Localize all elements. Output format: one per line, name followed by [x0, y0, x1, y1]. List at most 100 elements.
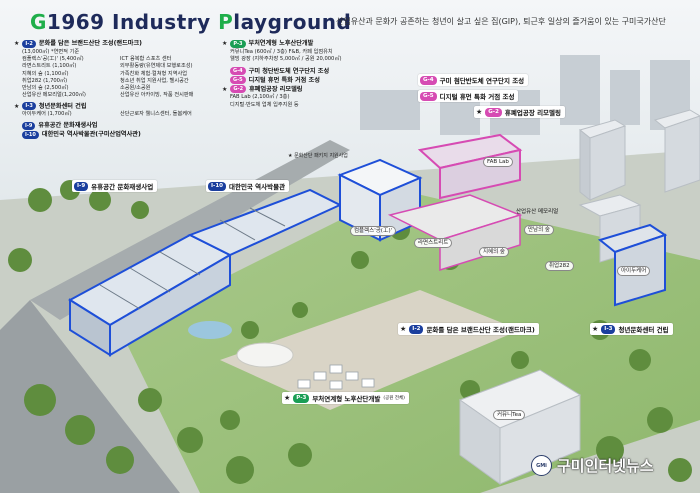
i2-facility: 컴플렉스'공(工)' (5,400㎡): [22, 56, 84, 63]
i3-tag: I-3: [22, 102, 36, 111]
p3-line: 커뮤니Tea (600㎡ / 3층) F&B, 카페 입점유치: [230, 49, 333, 55]
complex-buildings: [387, 194, 523, 272]
callout-tag: G-4: [420, 75, 437, 85]
g2-line: FAB Lab (2,100㎡ / 3층): [230, 94, 290, 101]
star-icon: ★: [222, 40, 228, 48]
callout-tag: P-3: [293, 393, 310, 403]
callout-note: (공원 전체): [383, 396, 405, 401]
g5-title: 디지털 휴먼 특화 거점 조성: [248, 76, 320, 84]
g2-tag: G-2: [230, 85, 247, 94]
callout-text: 청년문화센터 건립: [618, 326, 669, 334]
callout-text: 부처연계형 노후산단개발: [312, 395, 381, 403]
label-manam: 만남의 숲: [524, 225, 554, 235]
g2-line: 디지털·반도체 업체 입주지원 등: [230, 101, 299, 108]
i2-program: 외부활동량(유연제대 보행로조성): [120, 63, 193, 70]
callout-text: 디지털 휴먼 특화 거점 조성: [439, 93, 515, 101]
star-icon: ★: [14, 102, 20, 110]
callout-text: 유휴공간 문화재생사업: [91, 183, 154, 191]
page-subtitle: 산업유산과 문화가 공존하는 청년이 살고 싶은 집(GIP), 퇴근후 일상의…: [336, 17, 666, 26]
label-fab-lab: FAB Lab: [483, 157, 513, 167]
i2-program: 청소년 취업 지원사업, 헬시공간: [120, 77, 189, 84]
callout-tag: G-2: [485, 107, 502, 117]
label-ramen: 라면스트리트: [414, 238, 453, 248]
i2-facility: 산업유산 메모리얼(1,200㎡): [22, 92, 86, 99]
callout-text: 구미 첨단반도체 연구단지 조성: [439, 77, 525, 85]
i3-facility: 아이두케어 (1,700㎡): [22, 111, 72, 118]
i2-program: 소공원/소공원: [120, 85, 151, 92]
annotation-text: 문화산단 패키지 지원사업: [294, 153, 348, 159]
package-annotation: ★ 문화산단 패키지 지원사업: [288, 152, 348, 159]
watermark-logo: GMi: [531, 455, 552, 476]
star-icon: ★: [14, 40, 20, 48]
watermark-text: 구미인터넷뉴스: [557, 457, 654, 475]
star-icon: ★: [476, 108, 483, 116]
i2-area: (13,000㎡) *연면적 기준: [22, 49, 80, 55]
callout-tag: I-10: [208, 181, 226, 191]
page-title: G1969 Industry Playground: [30, 10, 352, 34]
round-canopy: [236, 342, 294, 368]
plaza: [220, 290, 520, 410]
i2-facility: 지혜의 숲 (1,100㎡): [22, 70, 69, 77]
i2-facility: 라면스트리트 (1,100㎡): [22, 63, 77, 70]
i10-tag: I-10: [22, 130, 39, 139]
i9-tag: I-9: [22, 121, 36, 130]
g4-title: 구미 청단반도체 연구단지 조성: [248, 67, 330, 75]
tents: [297, 364, 375, 390]
i9-title: 유휴공간 문화재생사업: [38, 122, 98, 130]
label-idocare: 아이두케어: [617, 266, 651, 276]
label-jihye: 지혜의 숲: [479, 247, 509, 257]
i3-title: 청년문화센터 건립: [38, 102, 87, 110]
g5-tag: G-5: [230, 76, 246, 85]
callout-tag: I-2: [409, 324, 424, 334]
communitea-building: [458, 369, 582, 485]
callout-text: 문화를 담은 브랜드산단 조성(랜드마크): [426, 326, 535, 334]
callout-text: 휴폐업공장 리모델링: [504, 109, 561, 117]
i2-program: ICT 융복합 스포츠 센터: [120, 56, 172, 63]
i2-program: 산업유산 아카이빙, 작품 전시판매: [120, 92, 194, 99]
g2-title: 휴폐업공장 리모델링: [249, 85, 303, 93]
i2-program: 가족친화 체험·컬쳐형 지역사업: [120, 70, 187, 77]
i2-facility: 취업282 (1,700㎡): [22, 77, 68, 84]
i2-facility: 만남의 숲 (2,500㎡): [22, 85, 69, 92]
label-complex: 컴플렉스'공(工)': [350, 226, 397, 236]
i2-title: 문화를 담은 브랜드산단 조성(랜드마크): [38, 40, 143, 48]
callout-tag: I-3: [601, 324, 616, 334]
callout-text: 대한민국 역사박물관: [228, 183, 286, 191]
p3-title: 부처연계형 노후산단개발: [248, 40, 314, 48]
watermark: GMi 구미인터넷뉴스: [531, 455, 654, 476]
g4-tag: G-4: [230, 67, 246, 76]
i2-rows: 컴플렉스'공(工)' (5,400㎡) ICT 융복합 스포츠 센터 라면스트리트…: [14, 56, 214, 99]
i10-title: 대한민국 역사박물관(구미산업역사관): [41, 131, 141, 139]
label-job: 취업282: [545, 261, 574, 271]
star-icon: ★: [400, 325, 407, 333]
p3-tag: P-3: [230, 40, 246, 48]
star-icon: ★: [284, 394, 291, 402]
callout-tag: I-9: [74, 181, 89, 191]
star-icon: ★: [592, 325, 599, 333]
i3-program: 산단근로자 웰니스센터, 돌봄케어: [120, 111, 192, 118]
star-icon: ★: [288, 153, 295, 159]
i3-rows: 아이두케어 (1,700㎡) 산단근로자 웰니스센터, 돌봄케어: [14, 111, 214, 118]
star-icon: ★: [222, 85, 228, 93]
label-memorial: 산업유산 메모리얼: [516, 209, 559, 215]
i2-tag: I-2: [22, 40, 36, 48]
label-communitea: 커뮤니Tea: [493, 410, 526, 420]
p3-line: 웰빙 광장 (지하주차장 5,000㎡ / 공원 20,000㎡): [230, 56, 342, 63]
